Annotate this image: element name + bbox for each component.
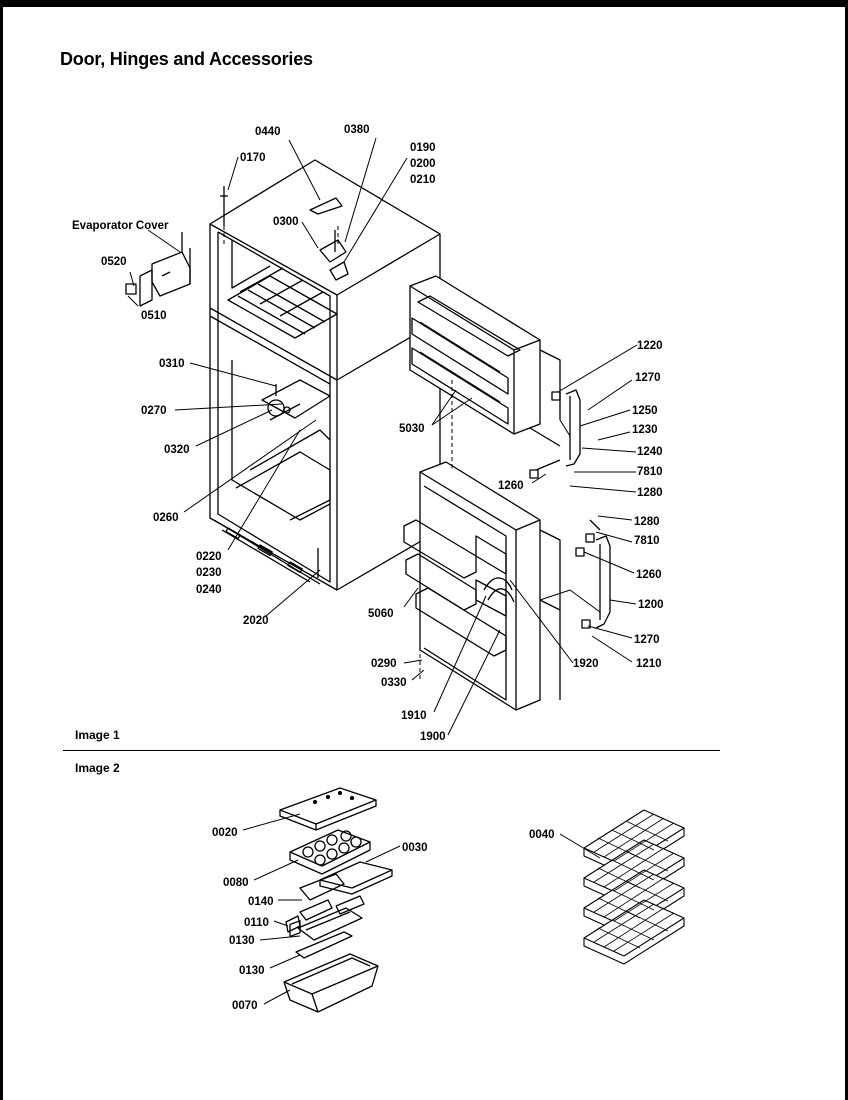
evaporator-cover-label: Evaporator Cover (72, 220, 169, 232)
callout-0020: 0020 (212, 827, 238, 839)
callout-1920: 1920 (573, 658, 599, 670)
leader-lines-image2 (242, 813, 601, 1005)
ice-bin-assembly-drawing (279, 787, 393, 1013)
callout-0170: 0170 (240, 152, 266, 164)
callout-0510: 0510 (141, 310, 167, 322)
callout-0190: 0190 (410, 142, 436, 154)
image-2-label: Image 2 (75, 761, 120, 775)
callout-5030: 5030 (399, 423, 425, 435)
callout-0300: 0300 (273, 216, 299, 228)
callout-0520: 0520 (101, 256, 127, 268)
callout-7810-lower: 7810 (634, 535, 660, 547)
callout-0290: 0290 (371, 658, 397, 670)
callout-1250: 1250 (632, 405, 658, 417)
callout-1240: 1240 (637, 446, 663, 458)
callout-1230: 1230 (632, 424, 658, 436)
callout-0230: 0230 (196, 567, 222, 579)
callout-0310: 0310 (159, 358, 185, 370)
callout-0240: 0240 (196, 584, 222, 596)
evaporator-cover-drawing (125, 232, 191, 307)
callout-0070: 0070 (232, 1000, 258, 1012)
upper-handle-drawing (529, 389, 581, 479)
callout-0210: 0210 (410, 174, 436, 186)
callout-0440: 0440 (255, 126, 281, 138)
callout-2020: 2020 (243, 615, 269, 627)
callout-1900: 1900 (420, 731, 446, 743)
callout-0330: 0330 (381, 677, 407, 689)
callout-0040: 0040 (529, 829, 555, 841)
callout-1910: 1910 (401, 710, 427, 722)
lower-handle-drawing (575, 519, 611, 629)
page-title: Door, Hinges and Accessories (60, 49, 313, 69)
callout-1270-upper: 1270 (635, 372, 661, 384)
callout-0130-lower: 0130 (239, 965, 265, 977)
fresh-food-door-drawing (403, 461, 561, 711)
callout-0270: 0270 (141, 405, 167, 417)
callout-0220: 0220 (196, 551, 222, 563)
ice-tray-stack-drawing (583, 809, 685, 965)
callout-0140: 0140 (248, 896, 274, 908)
callout-7810-upper: 7810 (637, 466, 663, 478)
image-1-label: Image 1 (75, 728, 120, 742)
callout-0080: 0080 (223, 877, 249, 889)
top-border (0, 0, 848, 7)
leader-lines (127, 137, 638, 736)
right-border (845, 0, 848, 1100)
callout-labels-image2: 0020 0030 0040 0080 0140 0110 0130 0130 … (212, 827, 555, 1012)
callout-1260-upper: 1260 (498, 480, 524, 492)
callout-0260: 0260 (153, 512, 179, 524)
callout-1280-lower: 1280 (634, 516, 660, 528)
callout-1270-lower: 1270 (634, 634, 660, 646)
callout-0320: 0320 (164, 444, 190, 456)
left-border (0, 0, 3, 1100)
callout-1210: 1210 (636, 658, 662, 670)
section-divider (63, 750, 720, 751)
callout-1220: 1220 (637, 340, 663, 352)
callout-0130-upper: 0130 (229, 935, 255, 947)
freezer-door-drawing (409, 275, 561, 447)
callout-1280-upper: 1280 (637, 487, 663, 499)
callout-0110: 0110 (244, 917, 269, 929)
callout-labels: 0440 0380 0190 0200 0210 0170 Evaporator… (72, 124, 664, 743)
callout-5060: 5060 (368, 608, 394, 620)
callout-0030: 0030 (402, 842, 428, 854)
cabinet-drawing (209, 159, 441, 591)
callout-1200: 1200 (638, 599, 664, 611)
callout-0380: 0380 (344, 124, 370, 136)
callout-0200: 0200 (410, 158, 436, 170)
callout-1260-lower: 1260 (636, 569, 662, 581)
